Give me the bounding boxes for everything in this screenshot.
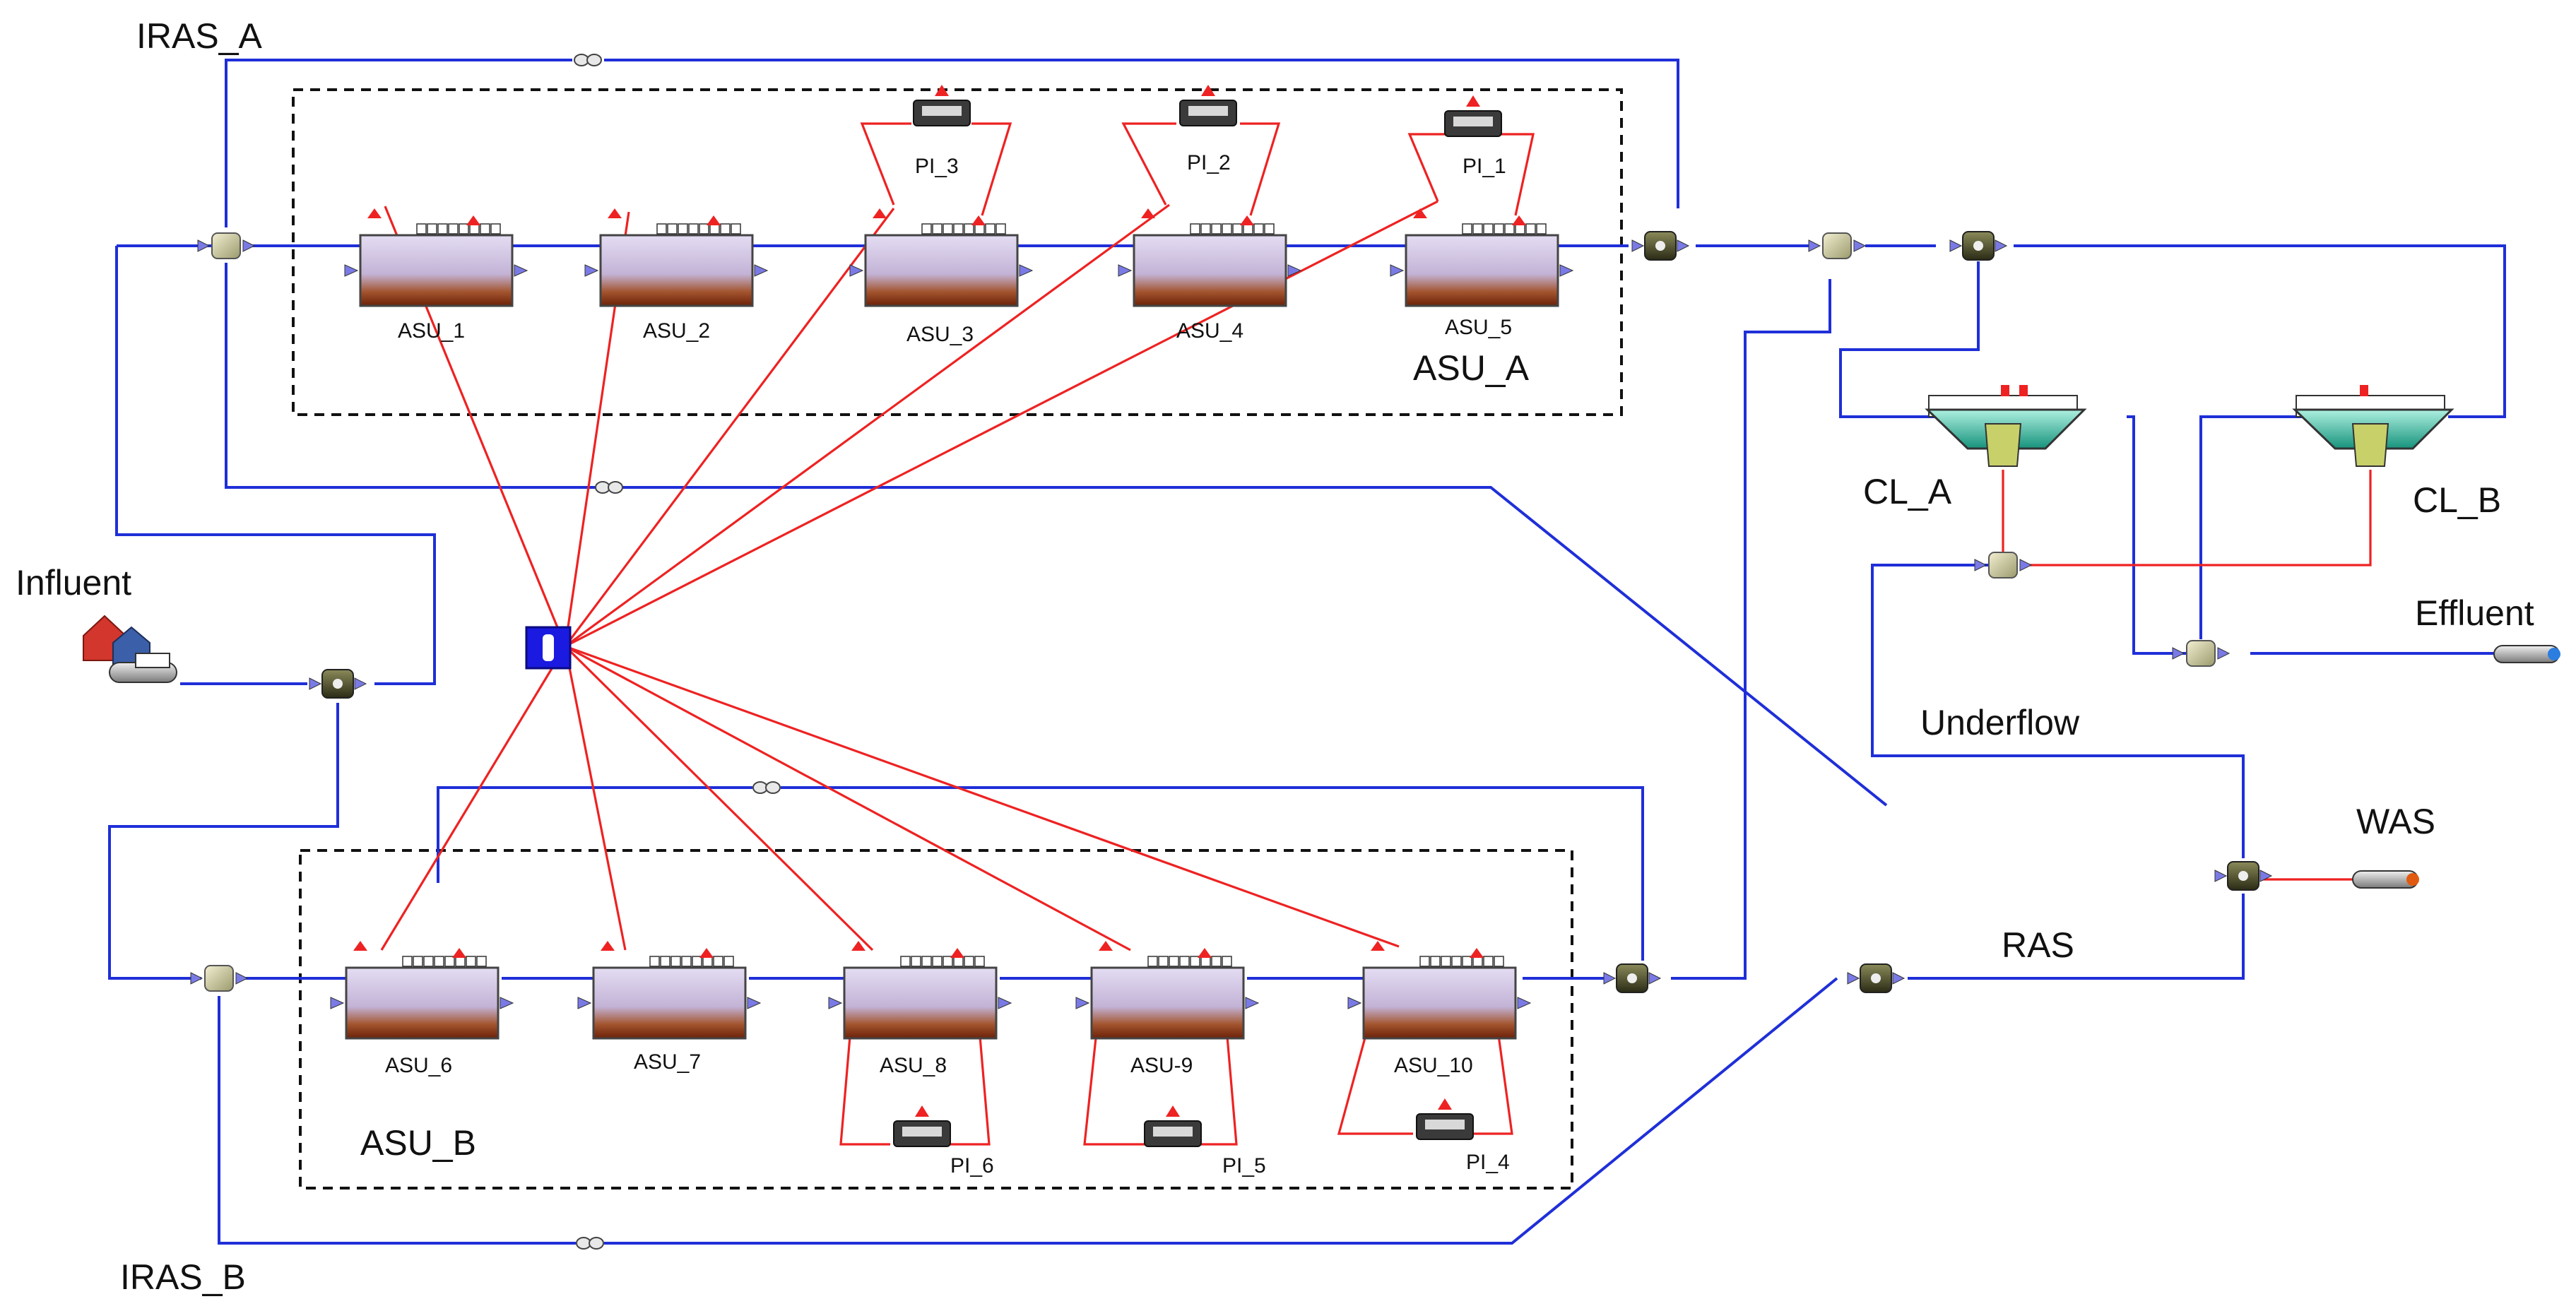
reactor-asu-7[interactable]: ASU_7 [577, 941, 762, 1074]
mixer-icon[interactable] [197, 232, 256, 259]
effluent-outlet[interactable]: Effluent [2415, 593, 2560, 663]
was-outlet[interactable]: WAS [2352, 802, 2435, 889]
controller-pi-1[interactable]: PI_1 [1444, 95, 1506, 178]
ras-label: RAS [2002, 925, 2074, 965]
asu-b-group-label: ASU_B [360, 1123, 476, 1163]
valve-icon[interactable] [576, 1237, 604, 1250]
controller-block-icon[interactable] [525, 626, 572, 670]
splitter-icon[interactable] [1603, 963, 1662, 993]
influent-source[interactable]: Influent [16, 563, 177, 683]
influent-house-icon [83, 615, 177, 683]
controller-pi-3[interactable]: PI_3 [913, 85, 971, 178]
controller-label: PI_2 [1187, 151, 1231, 174]
controller-label: PI_5 [1222, 1154, 1266, 1177]
reactor-tank-icon [1347, 941, 1532, 1040]
iras-a-label: IRAS_A [136, 16, 263, 56]
reactor-tank-icon [1390, 208, 1574, 307]
mixers-splitters [190, 54, 2273, 1250]
pi-controller-icon [913, 85, 971, 126]
reactor-tank-icon [584, 208, 769, 307]
reactor-asu-2[interactable]: ASU_2 [584, 208, 769, 343]
pi-controller-icon [1416, 1098, 1474, 1140]
clarifier-icon [2292, 385, 2454, 467]
reactor-label: ASU_6 [385, 1054, 452, 1077]
pi-controller-icon [1144, 1105, 1202, 1147]
pi-controller-icon [1444, 95, 1502, 137]
clarifier-icon [1925, 385, 2087, 467]
effluent-label: Effluent [2415, 593, 2534, 633]
mixer-icon[interactable] [1974, 552, 2033, 579]
reactor-tank-icon [1118, 208, 1302, 307]
splitter-icon[interactable] [1949, 231, 2008, 261]
pi-controller-icon [893, 1105, 951, 1147]
reactor-label: ASU_5 [1445, 316, 1512, 339]
reactor-tank-icon [1075, 941, 1260, 1040]
reactor-tank-icon [577, 941, 762, 1040]
valve-icon[interactable] [752, 781, 781, 794]
asu-b-group-box [299, 849, 1573, 1190]
reactor-label: ASU_8 [880, 1054, 947, 1077]
reactor-asu-9[interactable]: ASU-9 [1075, 941, 1260, 1077]
splitter-icon[interactable] [1847, 963, 1906, 993]
splitter-icon[interactable] [1631, 231, 1690, 261]
reactor-asu-4[interactable]: ASU_4 [1118, 208, 1302, 343]
pi-controller-icon [1179, 85, 1237, 126]
clarifier-cl-b[interactable]: CL_B [2292, 385, 2501, 520]
cl-a-label: CL_A [1863, 472, 1952, 511]
process-pipes [108, 59, 2506, 1245]
pi-controllers: PI_1 PI_2 PI_3PI_4 PI_5 PI_6 [893, 85, 1510, 1177]
reactor-tank-icon [344, 208, 528, 307]
controller-label: PI_1 [1463, 155, 1506, 178]
controller-pi-6[interactable]: PI_6 [893, 1105, 994, 1177]
was-label: WAS [2356, 802, 2435, 841]
controller-pi-4[interactable]: PI_4 [1416, 1098, 1510, 1174]
reactor-asu-1[interactable]: ASU_1 [344, 208, 528, 343]
reactor-asu-3[interactable]: ASU_3 [849, 208, 1034, 346]
cl-b-label: CL_B [2413, 480, 2501, 520]
splitter-icon[interactable] [2214, 861, 2273, 891]
iras-b-label: IRAS_B [120, 1257, 246, 1297]
asu-a-group-box [292, 88, 1623, 416]
clarifier-cl-a[interactable]: CL_A [1863, 385, 2087, 511]
controller-label: PI_6 [950, 1154, 994, 1177]
asu-a-group-label: ASU_A [1413, 348, 1530, 388]
reactor-asu-6[interactable]: ASU_6 [330, 941, 514, 1077]
splitter-icon[interactable] [309, 669, 367, 699]
controller-pi-2[interactable]: PI_2 [1179, 85, 1237, 174]
controller-pi-5[interactable]: PI_5 [1144, 1105, 1266, 1177]
reactor-asu-5[interactable]: ASU_5 [1390, 208, 1574, 339]
reactor-label: ASU_7 [634, 1050, 701, 1074]
mixer-icon[interactable] [2172, 640, 2231, 667]
reactor-label: ASU-9 [1130, 1054, 1193, 1077]
reactor-tank-icon [849, 208, 1034, 307]
reactor-tank-icon [828, 941, 1012, 1040]
reactor-label: ASU_1 [398, 319, 465, 343]
reactor-asu-10[interactable]: ASU_10 [1347, 941, 1532, 1077]
valve-icon[interactable] [595, 481, 623, 494]
reactor-label: ASU_4 [1176, 319, 1243, 343]
influent-label: Influent [16, 563, 131, 603]
mixer-icon[interactable] [190, 965, 249, 992]
reactor-asu-8[interactable]: ASU_8 [828, 941, 1012, 1077]
underflow-label: Underflow [1920, 703, 2080, 742]
reactor-label: ASU_2 [643, 319, 710, 343]
reactor-label: ASU_3 [906, 323, 974, 346]
reactor-tank-icon [330, 941, 514, 1040]
reactor-label: ASU_10 [1394, 1054, 1473, 1077]
controller-label: PI_3 [915, 155, 959, 178]
valve-icon[interactable] [574, 54, 602, 66]
mixer-icon[interactable] [1808, 232, 1867, 259]
controller-label: PI_4 [1466, 1151, 1510, 1174]
